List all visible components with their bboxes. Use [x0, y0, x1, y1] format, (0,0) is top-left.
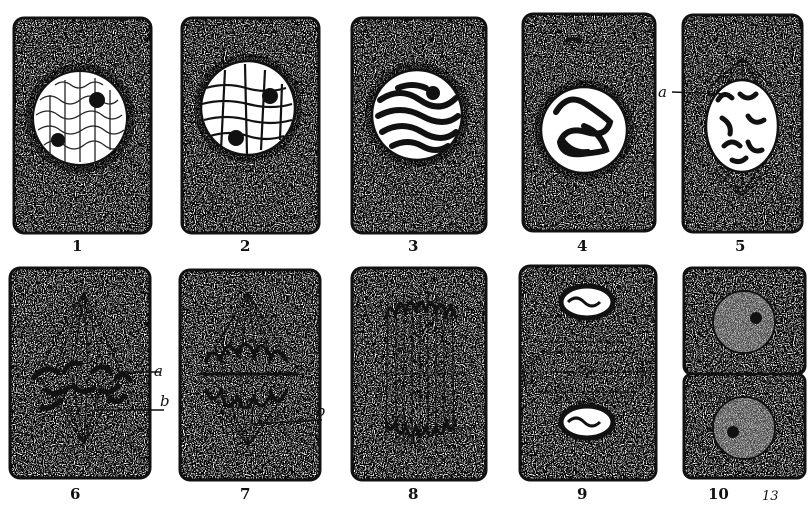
panel-6-number: 6	[70, 485, 80, 503]
cell-1-nucleolus	[89, 92, 105, 108]
panel-4	[523, 14, 655, 231]
panel-6: a b	[10, 268, 170, 478]
panel-7-number: 7	[240, 485, 250, 503]
panel-4-number: 4	[577, 237, 587, 255]
panel-1	[14, 18, 151, 233]
panel-8	[352, 268, 486, 480]
cell-2-nucleolus-2	[228, 130, 244, 146]
panel-5: a	[658, 15, 802, 232]
cell-2-nucleolus	[262, 88, 278, 104]
annotation-b-label-cell7: b	[316, 402, 326, 420]
panel-8-number: 8	[408, 485, 418, 503]
panel-3-number: 3	[408, 237, 418, 255]
annotation-a-label-row2: a	[154, 362, 163, 380]
panel-5-number: 5	[735, 237, 745, 255]
panel-7: b	[180, 270, 326, 480]
panel-2	[182, 18, 319, 233]
panel-9-number: 9	[577, 485, 587, 503]
cell-10-lower-nucleus-texture	[714, 398, 774, 458]
cell-3-nucleolus	[426, 86, 440, 100]
panel-3	[352, 18, 486, 233]
annotation-a-label-row1: a	[658, 83, 667, 101]
panel-1-number: 1	[72, 237, 82, 255]
panel-2-number: 2	[240, 237, 250, 255]
annotation-b-label-cell6: b	[160, 392, 170, 410]
artist-signature: 13	[762, 489, 779, 504]
cell-10-upper-nucleolus	[750, 312, 762, 324]
panel-10	[684, 268, 805, 478]
panel-9	[520, 266, 656, 480]
cell-1-nucleolus-2	[51, 133, 65, 147]
panel-10-number: 10	[708, 485, 729, 503]
cell-10-upper-nucleus-texture	[714, 292, 774, 352]
cell-10-lower-nucleolus	[727, 426, 739, 438]
